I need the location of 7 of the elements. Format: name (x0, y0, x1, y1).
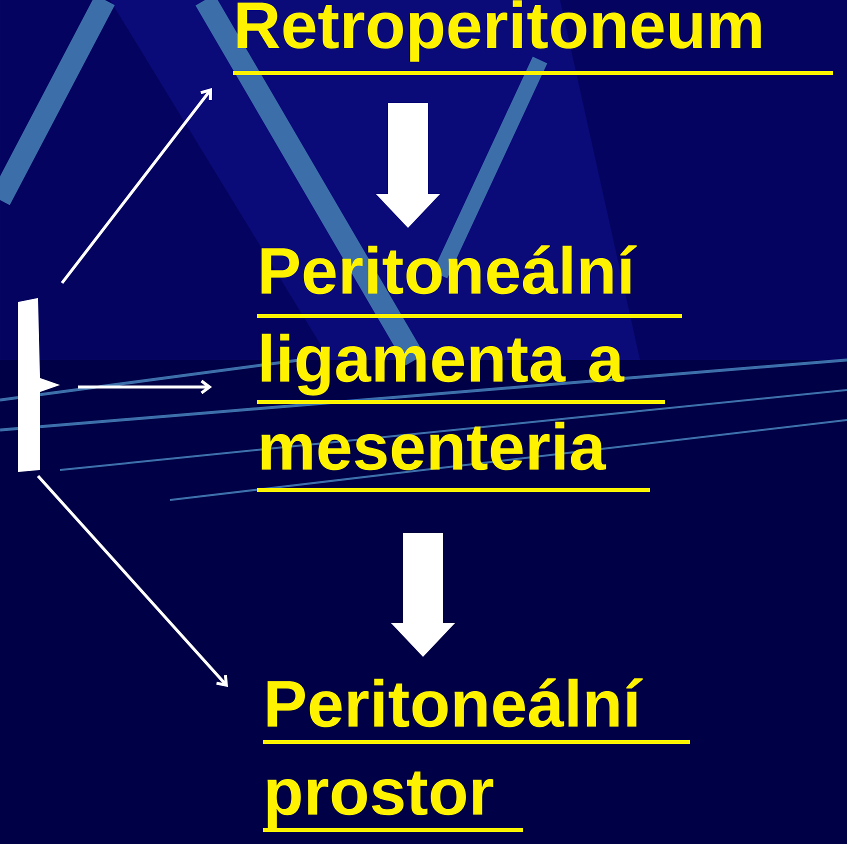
heading-text: Retroperitoneum (233, 0, 833, 75)
arrow (60, 88, 212, 284)
arrow (36, 474, 228, 687)
heading-text: Peritoneální prostor (263, 678, 690, 832)
brace (18, 298, 60, 472)
heading-text: Peritoneální ligamenta a mesenteria (257, 245, 682, 492)
arrow (78, 380, 212, 394)
